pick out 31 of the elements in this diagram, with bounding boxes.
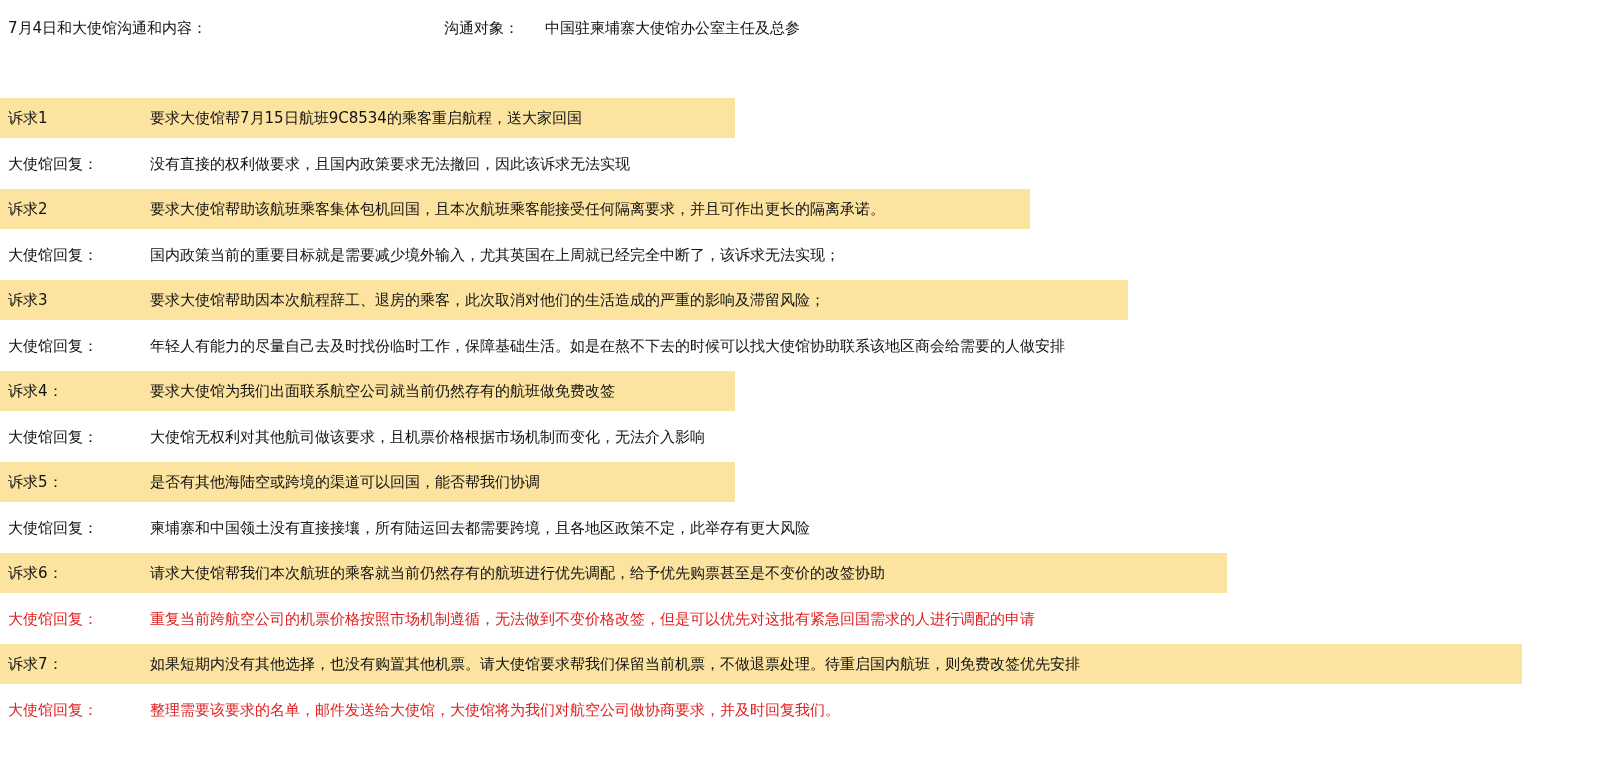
request-label: 诉求5：	[8, 472, 63, 492]
reply-text: 没有直接的权利做要求，且国内政策要求无法撤回，因此该诉求无法实现	[150, 153, 630, 174]
request-text: 要求大使馆帮助该航班乘客集体包机回国，且本次航班乘客能接受任何隔离要求，并且可作出更长的隔离承诺。	[150, 199, 885, 219]
request-text: 如果短期内没有其他选择，也没有购置其他机票。请大使馆要求帮我们保留当前机票，不做退票处理。待重启国内航班，则免费改签优先安排	[150, 654, 1080, 674]
reply-text: 整理需要该要求的名单，邮件发送给大使馆，大使馆将为我们对航空公司做协商要求，并及时回复我们。	[150, 699, 840, 720]
contact-label: 沟通对象：	[444, 18, 519, 38]
request-text: 要求大使馆帮助因本次航程辞工、退房的乘客，此次取消对他们的生活造成的严重的影响及滞留风险；	[150, 290, 825, 310]
reply-label: 大使馆回复：	[8, 608, 98, 629]
request-text: 要求大使馆帮7月15日航班9C8534的乘客重启航程，送大家回国	[150, 108, 582, 128]
request-label: 诉求4：	[8, 381, 63, 401]
request-text: 请求大使馆帮我们本次航班的乘客就当前仍然存有的航班进行优先调配，给予优先购票甚至是不变价的改签协助	[150, 563, 885, 583]
reply-text: 年轻人有能力的尽量自己去及时找份临时工作，保障基础生活。如是在熬不下去的时候可以找大使馆协助联系该地区商会给需要的人做安排	[150, 335, 1065, 356]
request-text: 是否有其他海陆空或跨境的渠道可以回国，能否帮我们协调	[150, 472, 540, 492]
request-label: 诉求3	[8, 290, 48, 310]
contact-name: 中国驻柬埔寨大使馆办公室主任及总参	[545, 18, 800, 38]
reply-label: 大使馆回复：	[8, 699, 98, 720]
reply-text: 国内政策当前的重要目标就是需要减少境外输入，尤其英国在上周就已经完全中断了，该诉求无法实现；	[150, 244, 840, 265]
reply-text: 柬埔寨和中国领土没有直接接壤，所有陆运回去都需要跨境，且各地区政策不定，此举存有更大风险	[150, 517, 810, 538]
reply-text: 重复当前跨航空公司的机票价格按照市场机制遵循，无法做到不变价格改签，但是可以优先对这批有紧急回国需求的人进行调配的申请	[150, 608, 1035, 629]
reply-label: 大使馆回复：	[8, 335, 98, 356]
request-label: 诉求1	[8, 108, 48, 128]
page-heading: 7月4日和大使馆沟通和内容：	[8, 18, 208, 38]
reply-text: 大使馆无权利对其他航司做该要求，且机票价格根据市场机制而变化，无法介入影响	[150, 426, 705, 447]
request-text: 要求大使馆为我们出面联系航空公司就当前仍然存有的航班做免费改签	[150, 381, 615, 401]
request-label: 诉求7：	[8, 654, 63, 674]
reply-label: 大使馆回复：	[8, 426, 98, 447]
reply-label: 大使馆回复：	[8, 153, 98, 174]
request-label: 诉求2	[8, 199, 48, 219]
reply-label: 大使馆回复：	[8, 517, 98, 538]
request-label: 诉求6：	[8, 563, 63, 583]
reply-label: 大使馆回复：	[8, 244, 98, 265]
